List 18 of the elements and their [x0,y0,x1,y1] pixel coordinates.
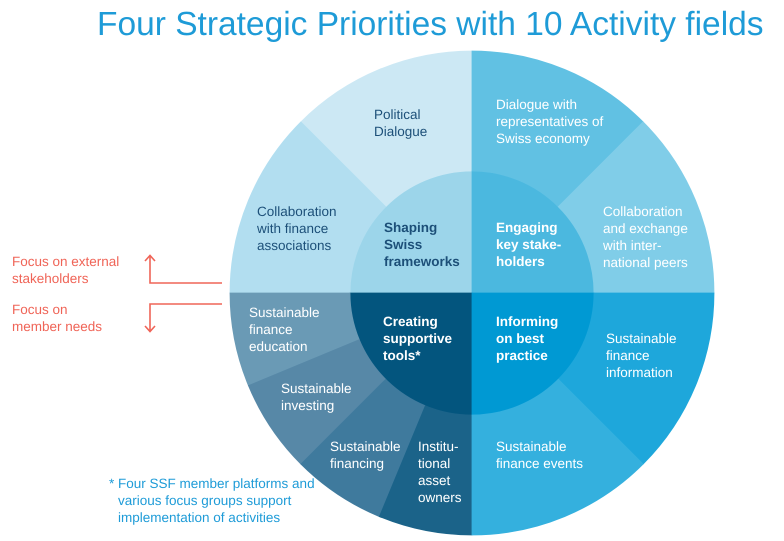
activity-label: Sustainable finance education [249,304,321,355]
annotation-text: Focus on external stakeholders [12,253,120,287]
activity-label: Collaboration with finance associations [257,203,338,254]
priority-label: Creating supportive tools* [383,313,454,364]
activity-label: Sustainable finance events [496,438,584,472]
priority-label: Informing on best practice [496,313,560,364]
priority-label: Shaping Swiss frameworks [384,219,461,270]
title: Four Strategic Priorities with 10 Activity fields [97,6,764,44]
activity-label: Sustainable financing [330,438,402,472]
activity-label: Collaboration and exchange with inter-national peers [603,203,689,271]
footnote: * Four SSF member platforms and various focus groups support implementation of activities [109,475,316,526]
activity-label: Sustainable finance information [606,330,678,381]
activity-label: Dialogue with representatives of Swiss economy [496,96,604,147]
activity-label: Institu-tional asset owners [418,438,463,506]
activity-label: Sustainable investing [281,380,353,414]
priority-label: Engaging key stake-holders [496,219,562,270]
annotation-text: Focus on member needs [12,301,104,335]
activity-label: Political Dialogue [374,106,428,140]
